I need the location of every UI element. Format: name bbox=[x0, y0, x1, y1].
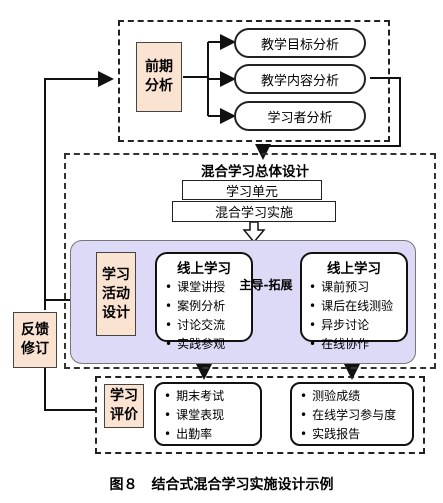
list-item: 课堂表现 bbox=[164, 406, 260, 425]
evaluation-left-panel: 期末考试 课堂表现 出勤率 bbox=[154, 382, 262, 446]
list-item: 测验成绩 bbox=[300, 387, 412, 406]
learner-analysis-text: 学习者分析 bbox=[267, 110, 333, 126]
evaluation-right-list: 测验成绩 在线学习参与度 实践报告 bbox=[292, 384, 412, 444]
list-item: 课后在线测验 bbox=[309, 297, 406, 316]
feedback-revision-label: 反馈修订 bbox=[13, 312, 57, 368]
online-learning-left-title: 线上学习 bbox=[177, 261, 231, 277]
online-learning-right-list: 课前预习 课后在线测验 异步讨论 在线协作 bbox=[302, 278, 406, 354]
online-learning-left-list: 课堂讲授 案例分析 讨论交流 实践参观 bbox=[157, 278, 251, 354]
learner-analysis-pill: 学习者分析 bbox=[234, 101, 366, 131]
prelim-analysis-label: 前期分析 bbox=[136, 42, 182, 112]
list-item: 课堂讲授 bbox=[165, 278, 251, 297]
overall-design-frame bbox=[64, 153, 436, 369]
list-item: 案例分析 bbox=[165, 297, 251, 316]
list-item: 在线协作 bbox=[309, 335, 406, 354]
list-item: 异步讨论 bbox=[309, 316, 406, 335]
online-learning-right-title: 线上学习 bbox=[327, 261, 381, 277]
evaluation-text: 学习评价 bbox=[110, 388, 138, 423]
dominant-extend-label: 主导-拓展 bbox=[239, 278, 293, 292]
list-item: 课前预习 bbox=[309, 278, 406, 297]
prelim-analysis-text: 前期分析 bbox=[145, 59, 173, 94]
learning-unit-text: 学习单元 bbox=[225, 184, 278, 200]
figure-caption: 图８ 结合式混合学习实施设计示例 bbox=[109, 477, 334, 493]
implementation-down-arrow bbox=[242, 221, 266, 244]
feedback-loop-line bbox=[44, 71, 114, 310]
evaluation-label: 学习评价 bbox=[104, 384, 144, 428]
prelim-to-overall-line bbox=[255, 77, 401, 160]
learning-unit-box: 学习单元 bbox=[182, 180, 322, 200]
list-item: 出勤率 bbox=[164, 425, 260, 444]
teaching-goal-pill: 教学目标分析 bbox=[234, 28, 366, 58]
evaluation-right-panel: 测验成绩 在线学习参与度 实践报告 bbox=[290, 382, 414, 446]
list-item: 实践参观 bbox=[165, 335, 251, 354]
overall-design-title: 混合学习总体设计 bbox=[201, 164, 309, 180]
list-item: 期末考试 bbox=[164, 387, 260, 406]
activity-design-label: 学习活动设计 bbox=[96, 252, 136, 336]
feedback-bottom-line bbox=[44, 368, 95, 411]
prelim-analysis-frame bbox=[118, 20, 390, 142]
online-learning-right-panel: 线上学习 课前预习 课后在线测验 异步讨论 在线协作 bbox=[300, 252, 408, 351]
online-learning-left-panel: 线上学习 课堂讲授 案例分析 讨论交流 实践参观 bbox=[155, 252, 253, 351]
evaluation-left-list: 期末考试 课堂表现 出勤率 bbox=[156, 384, 260, 444]
list-item: 实践报告 bbox=[300, 425, 412, 444]
teaching-goal-text: 教学目标分析 bbox=[260, 37, 339, 53]
teaching-content-pill: 教学内容分析 bbox=[234, 64, 366, 94]
implementation-box: 混合学习实施 bbox=[172, 201, 336, 222]
list-item: 在线学习参与度 bbox=[300, 406, 412, 425]
list-item: 讨论交流 bbox=[165, 316, 251, 335]
feedback-revision-text: 反馈修订 bbox=[21, 322, 49, 357]
teaching-content-text: 教学内容分析 bbox=[260, 73, 339, 89]
activity-design-text: 学习活动设计 bbox=[102, 266, 130, 321]
implementation-text: 混合学习实施 bbox=[214, 206, 293, 221]
evaluation-frame bbox=[95, 376, 425, 454]
